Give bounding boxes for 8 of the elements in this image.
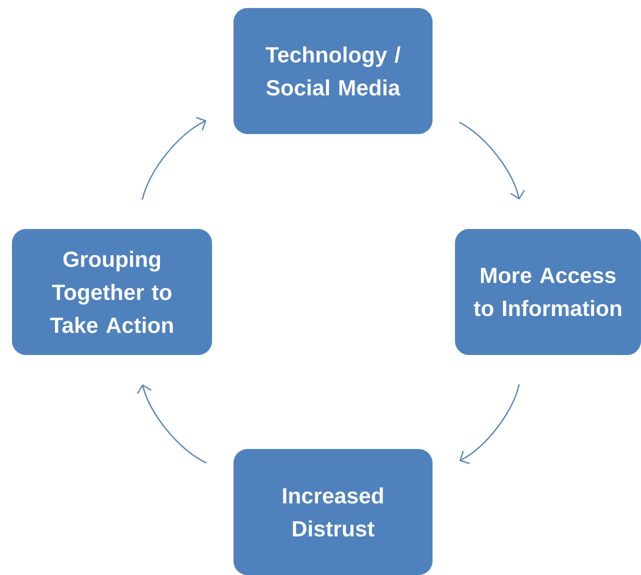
arrow <box>142 117 206 200</box>
process-box: Increased Distrust <box>234 448 432 575</box>
process-box: Technology / Social Media <box>234 8 432 134</box>
arrow <box>459 384 520 464</box>
process-box: Grouping Together to Take Action <box>12 228 212 355</box>
process-box: More Access to Information <box>455 228 641 355</box>
arrow <box>459 122 525 200</box>
arrow <box>137 384 207 464</box>
